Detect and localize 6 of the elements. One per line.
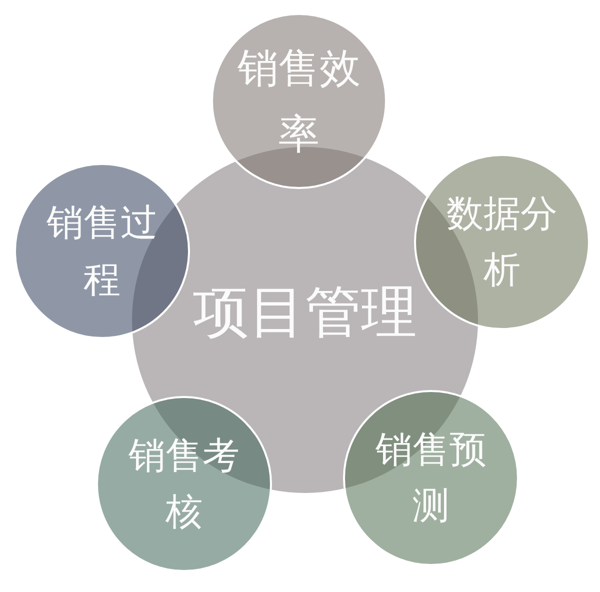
circle-label: 销售考核 <box>128 432 240 535</box>
circle-label: 项目管理 <box>193 278 417 347</box>
circle-label: 销售预测 <box>374 426 488 529</box>
circle-label: 销售效率 <box>236 42 362 160</box>
circle-label: 销售过程 <box>46 200 158 303</box>
circle-label: 数据分析 <box>446 190 558 293</box>
